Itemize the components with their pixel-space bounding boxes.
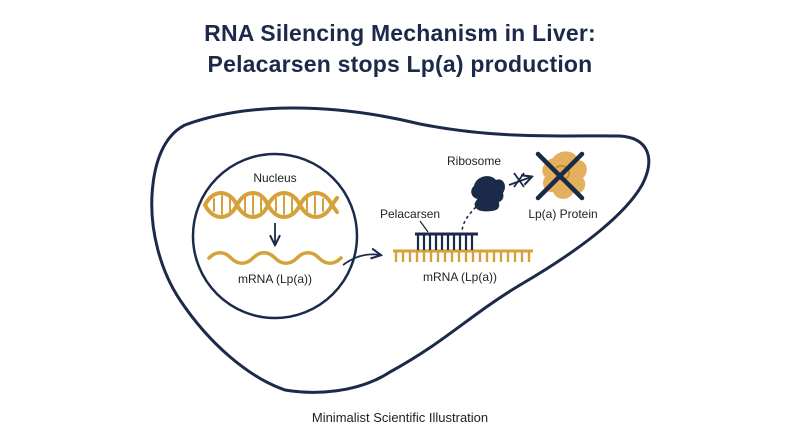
nucleus-circle: [191, 152, 359, 320]
ribosome-label: Ribosome: [447, 154, 501, 168]
nucleus-label: Nucleus: [253, 171, 296, 185]
liver-outline: [150, 106, 651, 394]
ribosome-icon: [471, 176, 506, 212]
block-x-small-icon: [513, 172, 525, 188]
protein-label: Lp(a) Protein: [528, 207, 597, 221]
pelacarsen-label: Pelacarsen: [380, 207, 440, 221]
mrna-strand-cytoplasm: [393, 249, 533, 262]
export-arrow: [342, 254, 380, 266]
dna-helix-icon: [203, 191, 339, 219]
title-line-1: RNA Silencing Mechanism in Liver:: [204, 20, 596, 46]
title-line-2: Pelacarsen stops Lp(a) production: [207, 51, 593, 77]
mrna-wave-nucleus: [207, 251, 343, 265]
ribosome-connector: [461, 206, 477, 232]
pelacarsen-pointer: [419, 220, 429, 233]
x-cross-icon: [535, 151, 585, 201]
mrna-cytoplasm-label: mRNA (Lp(a)): [423, 270, 497, 284]
footer-caption: Minimalist Scientific Illustration: [311, 410, 489, 425]
mrna-nucleus-label: mRNA (Lp(a)): [238, 272, 312, 286]
pelacarsen-strand: [415, 232, 478, 250]
